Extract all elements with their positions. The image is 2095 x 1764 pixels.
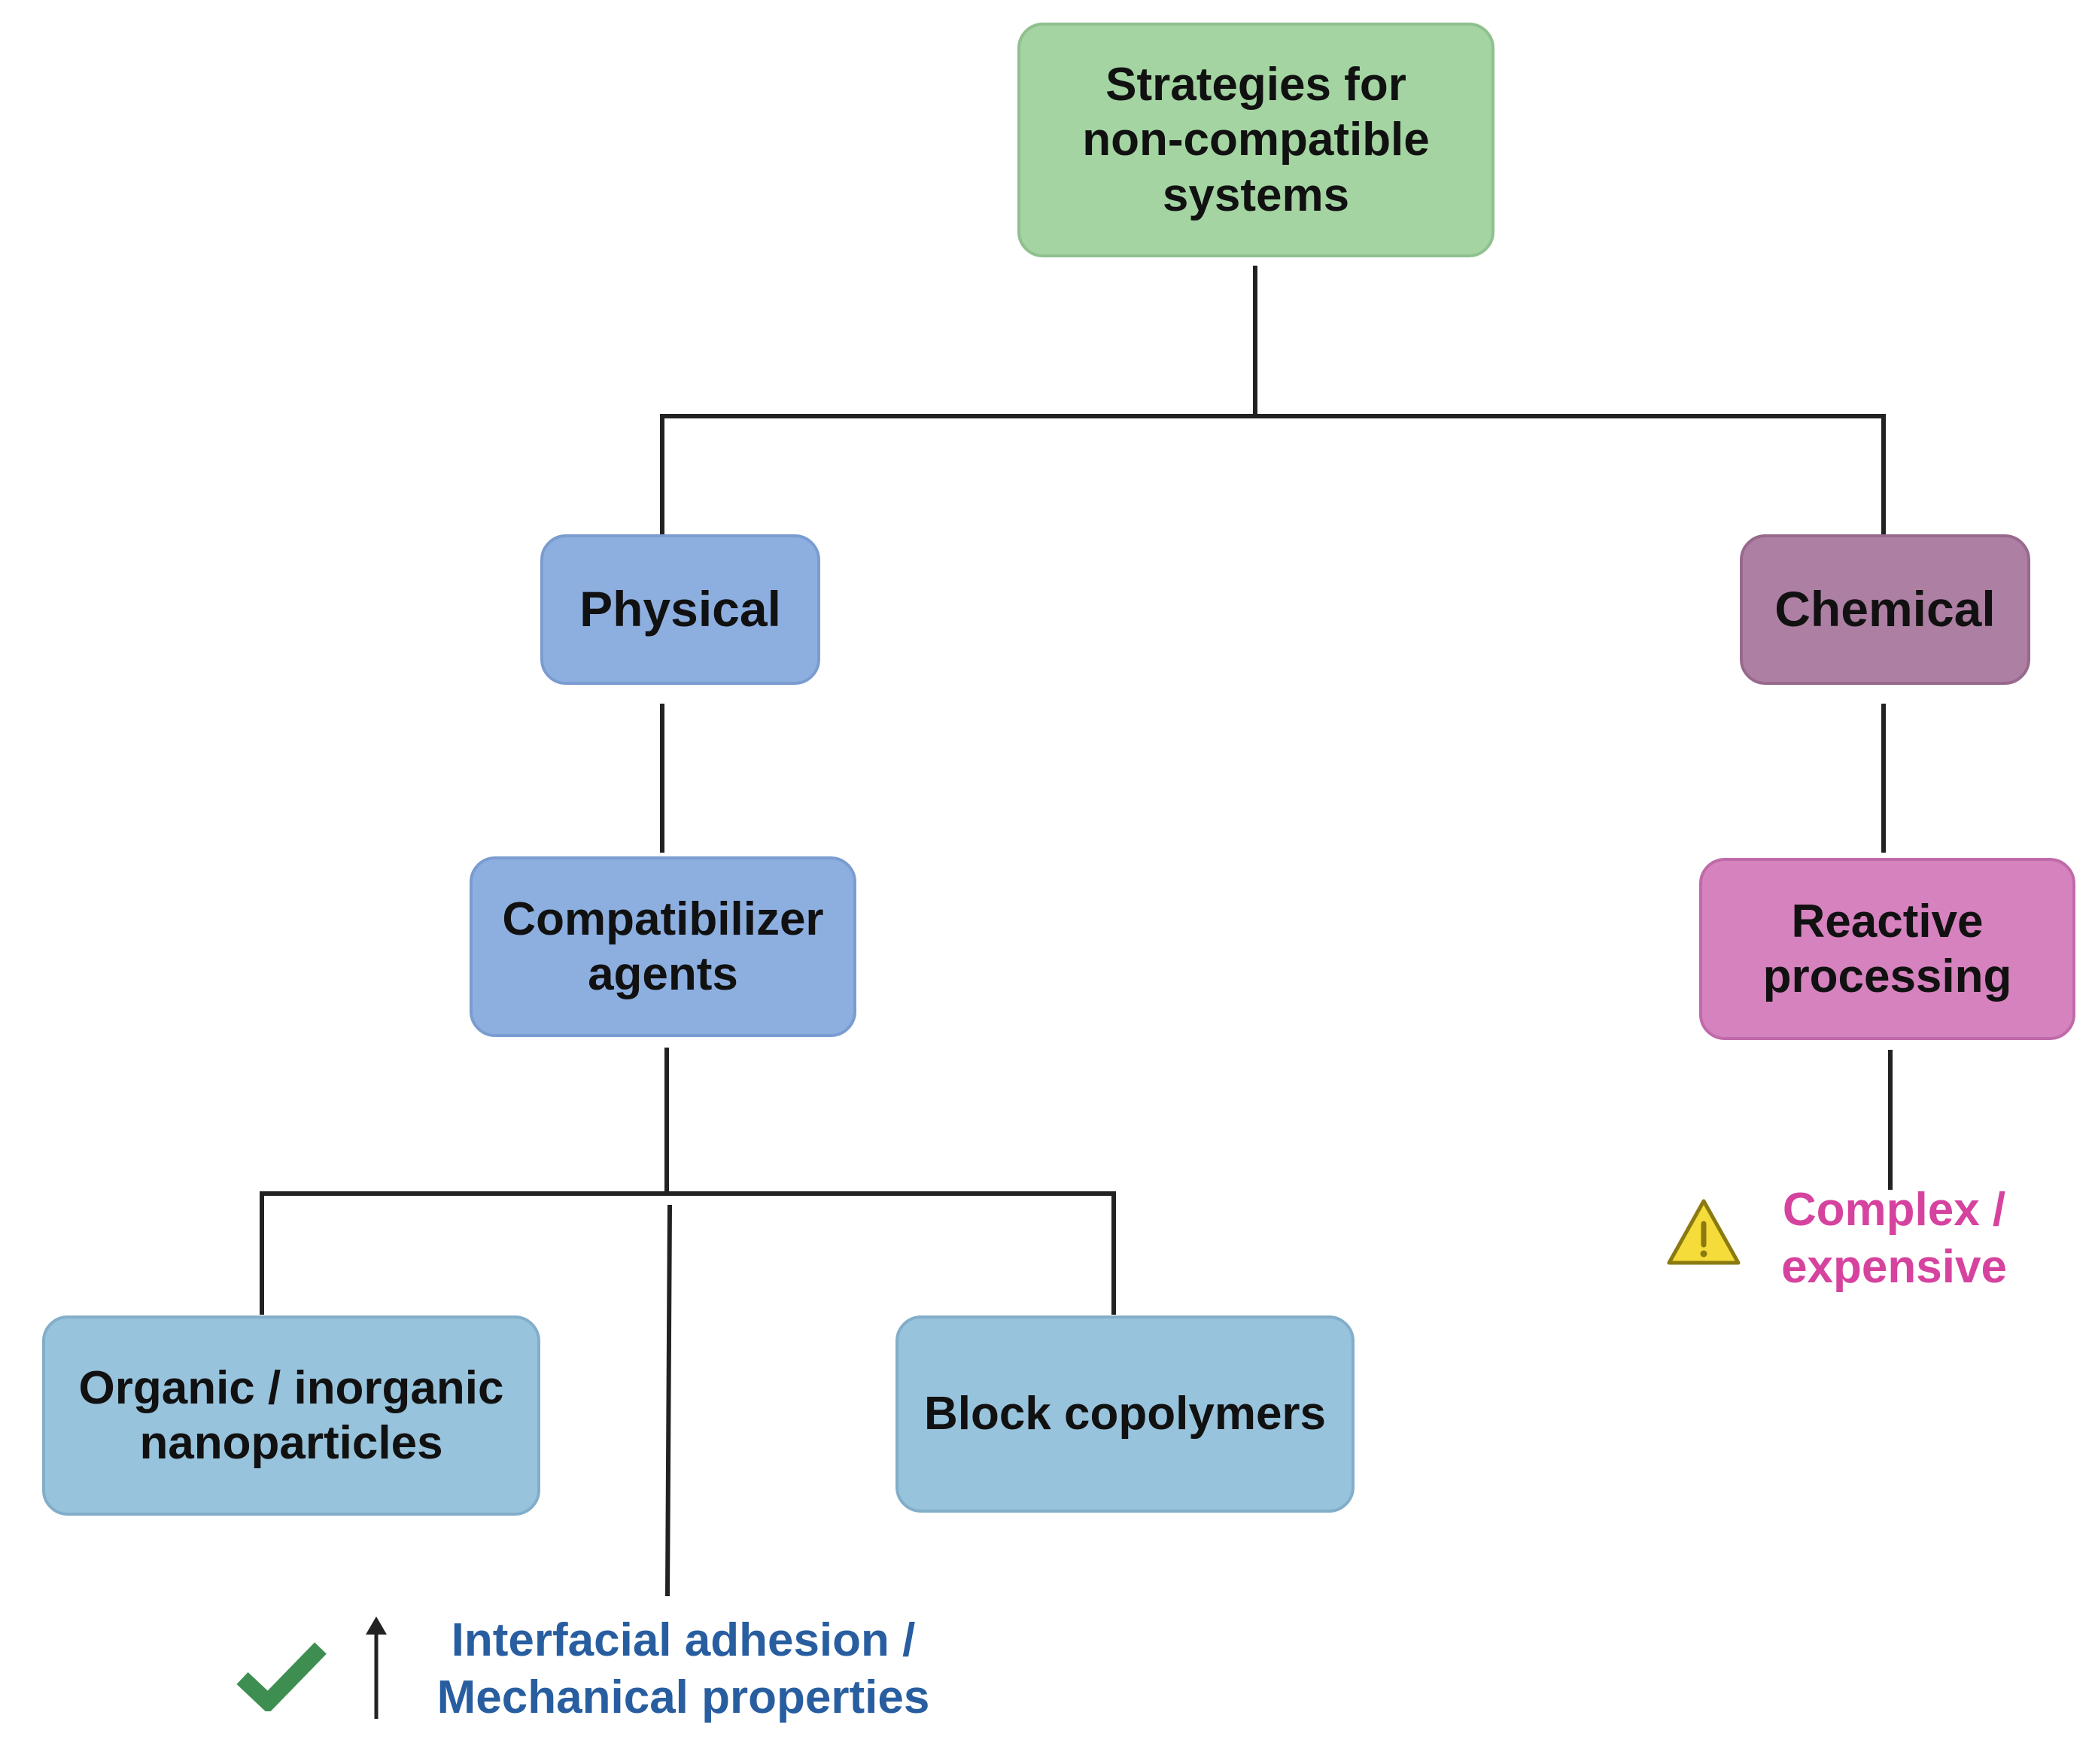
compatibilizer-node: Compatibilizer agents [470,856,856,1037]
benefit-text: Interfacial adhesion / Mechanical proper… [436,1614,930,1723]
nanoparticles-node: Organic / inorganic nanoparticles [42,1315,540,1516]
chemical-node: Chemical [1740,534,2030,685]
physical-node: Physical [540,534,820,685]
connector-to-benefit [664,1204,673,1597]
warning-icon [1667,1199,1741,1265]
up-arrow-icon [366,1616,387,1719]
root-node: Strategies for non-compatible systems [1017,23,1494,257]
check-icon [236,1642,327,1711]
connector-group [260,266,1893,1597]
drawback-text: Complex / expensive [1781,1184,2007,1293]
block-copolymers-node: Block copolymers [895,1315,1355,1513]
reactive-processing-node: Reactive processing [1699,858,2075,1040]
